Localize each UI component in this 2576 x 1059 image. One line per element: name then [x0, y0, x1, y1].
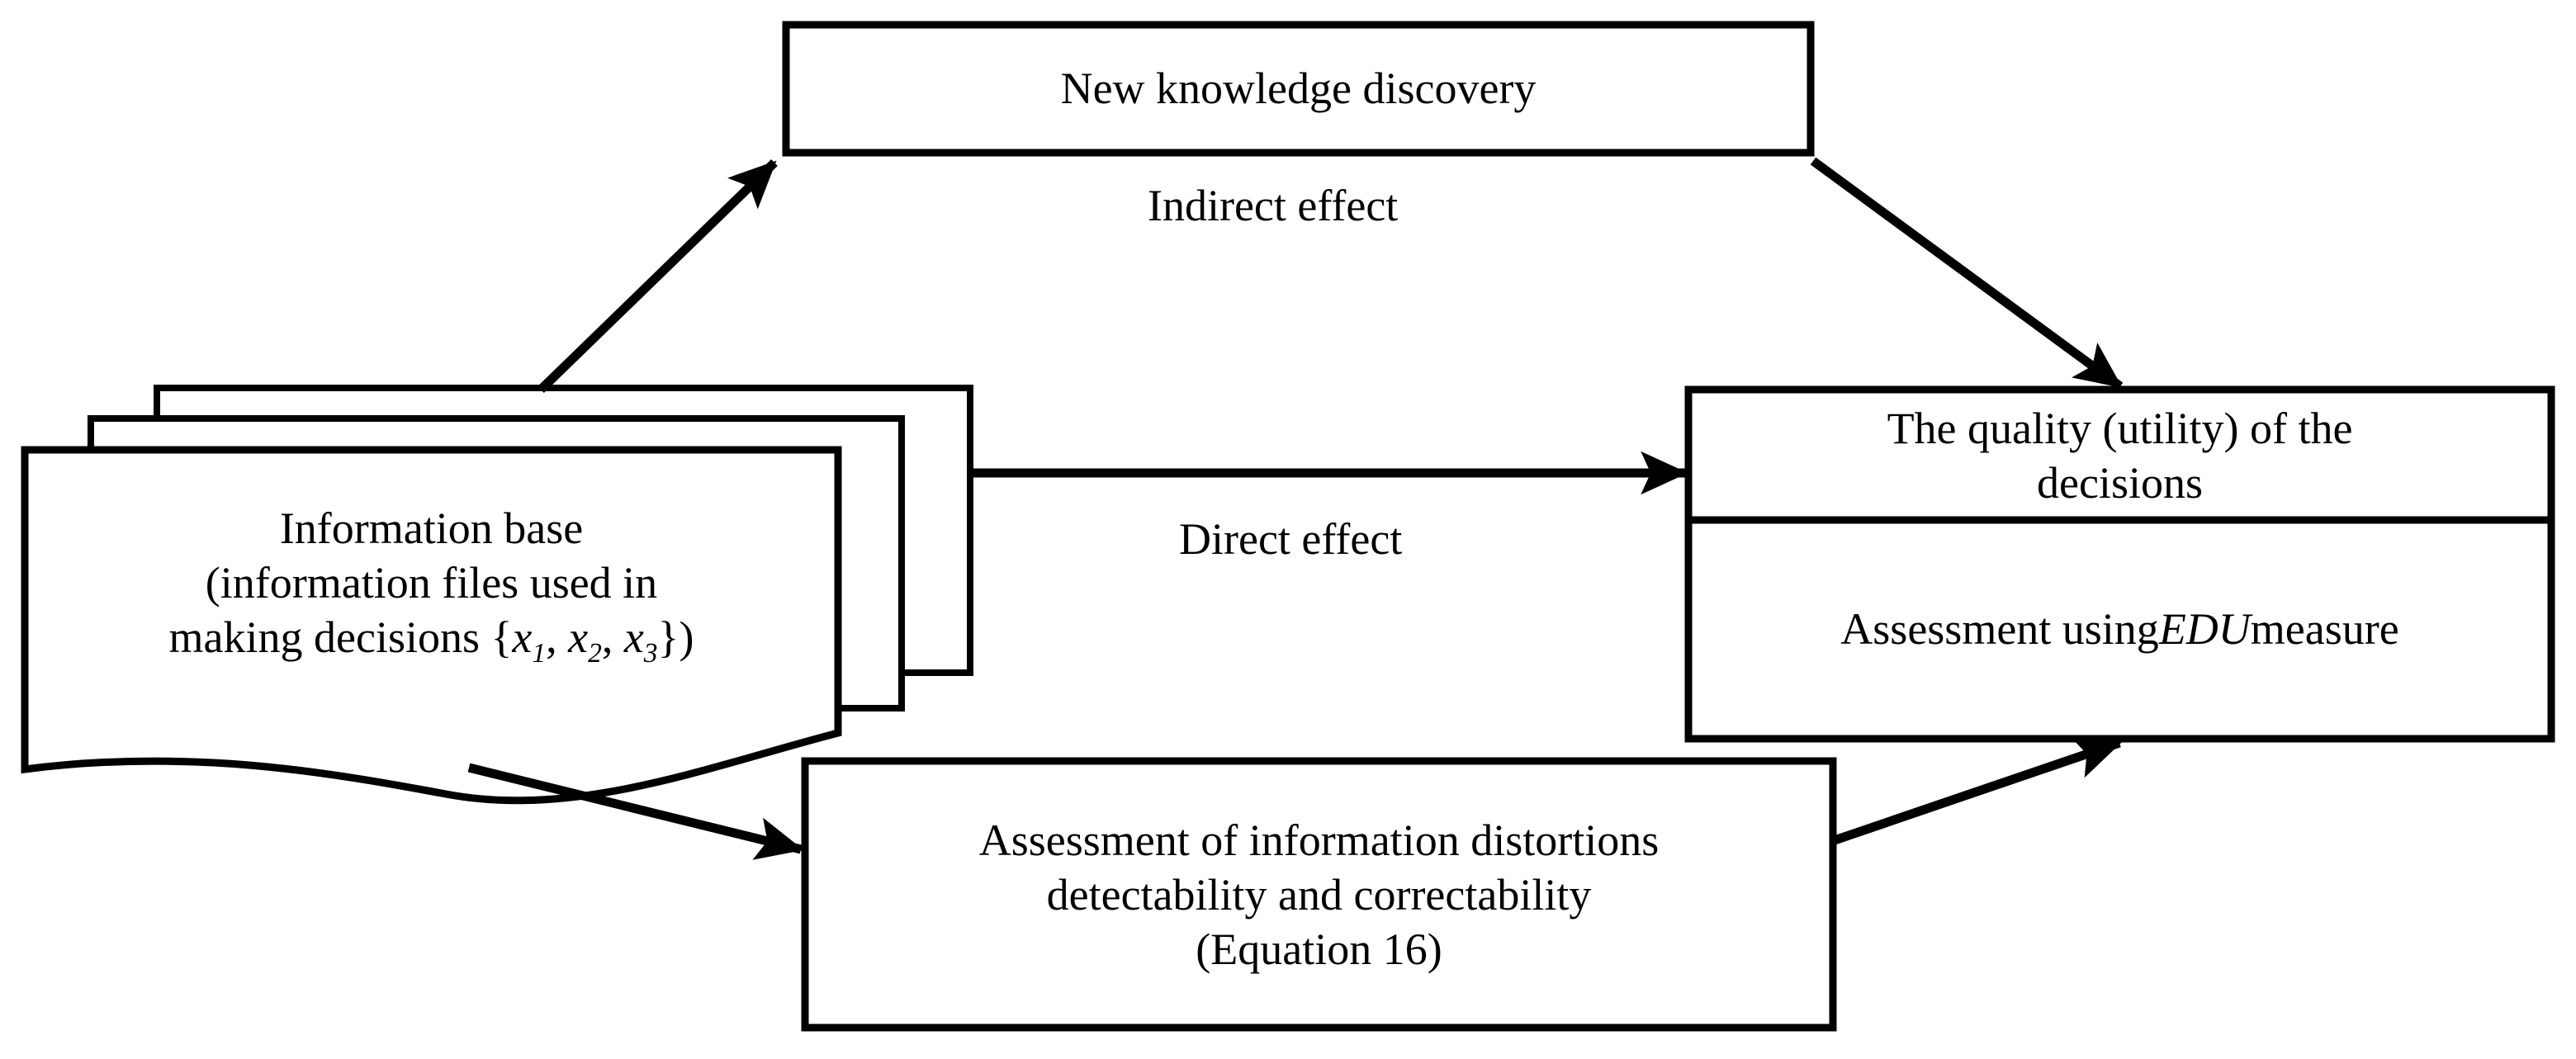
- node-information-base-sheet-front[interactable]: [21, 446, 842, 805]
- node-new-knowledge-discovery[interactable]: [782, 21, 1815, 157]
- edge-label-indirect-effect: Indirect effect: [1148, 181, 1399, 230]
- edge-information-base-to-distortions: [467, 763, 804, 860]
- node-quality-of-decisions[interactable]: [1684, 385, 2555, 743]
- edge-new-knowledge-to-quality: [1810, 157, 2124, 390]
- node-information-distortions[interactable]: [801, 757, 1837, 1032]
- edge-information-base-to-new-knowledge: [537, 159, 778, 393]
- edge-distortions-to-quality: [1833, 736, 2123, 845]
- edge-label-direct-effect: Direct effect: [1179, 514, 1403, 564]
